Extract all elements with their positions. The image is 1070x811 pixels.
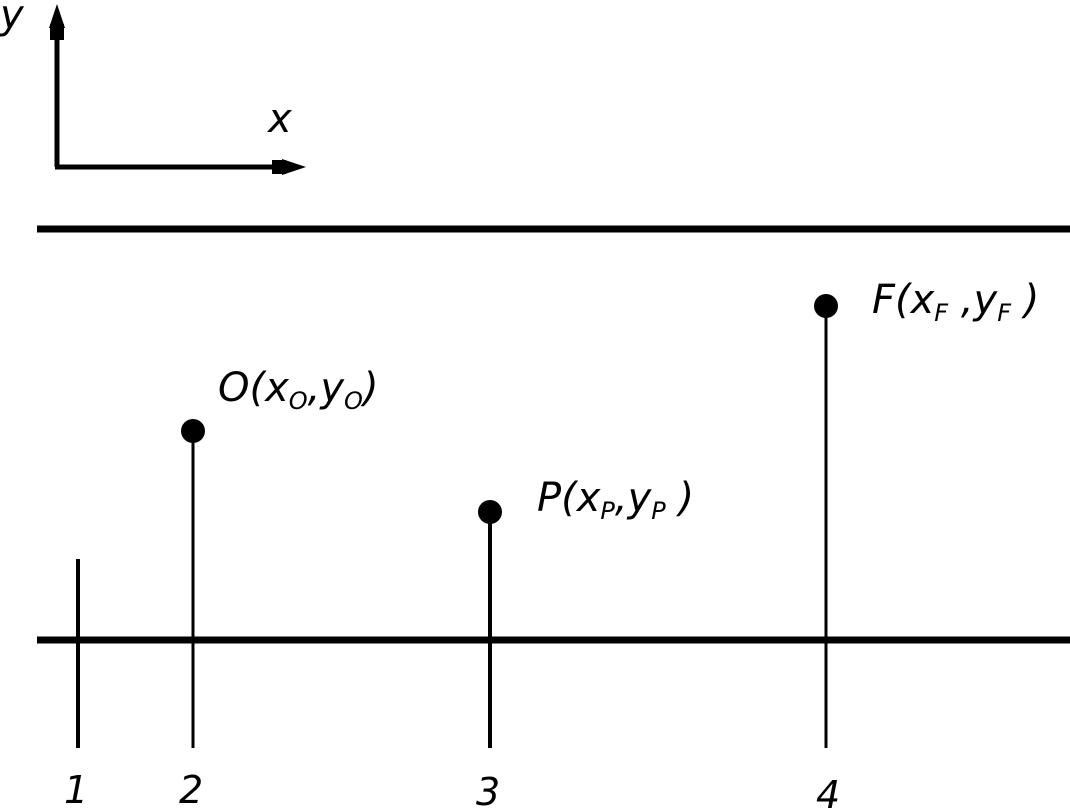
point-p-x-subscript: P [600,497,615,525]
x-axis-arrowhead [282,159,306,175]
line-number-1: 1 [64,768,88,811]
point-p-y-subscript: P [651,497,666,525]
x-axis-arrow-base [272,160,286,174]
axis-indicator: y x [0,0,306,175]
point-f-y-subscript: F [997,299,1012,327]
point-p-label: P(xP,yP ) [537,475,694,525]
x-axis-label: x [266,96,292,142]
y-axis-arrowhead [49,4,65,28]
line-number-2: 2 [179,768,203,811]
line-number-3: 3 [476,770,500,811]
point-o-marker [181,419,205,443]
point-o-name: O [218,365,249,411]
line-number-4: 4 [816,773,840,811]
point-p-name: P [537,475,562,521]
point-p-marker [478,500,502,524]
point-f-x-subscript: F [934,299,949,327]
point-o-label: O(xO,yO) [218,365,379,415]
y-axis-arrow-base [50,24,64,40]
point-f-marker [814,294,838,318]
point-o-x-subscript: O [289,387,308,415]
point-f-label: F(xF ,yF ) [872,277,1039,327]
point-o-y-subscript: O [344,387,363,415]
y-axis-label: y [0,0,25,38]
point-f-name: F [872,277,896,323]
